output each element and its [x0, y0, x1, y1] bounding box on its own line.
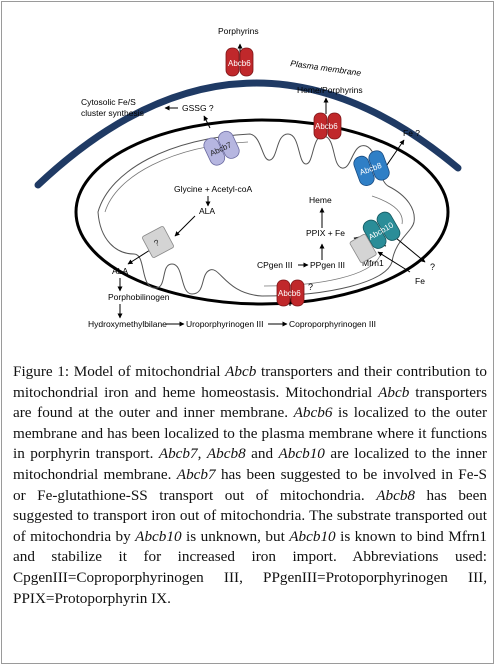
unknown-transporter-label: ?: [152, 237, 161, 248]
question-mark-bottom: ?: [308, 282, 313, 292]
arrow-ala-unknown: [174, 215, 196, 237]
mitochondrion-outer-membrane: [74, 118, 450, 306]
arrow-unknown-ala: [127, 249, 151, 265]
plasma-membrane-label: Plasma membrane: [290, 58, 362, 78]
gssg-label: GSSG ?: [182, 103, 214, 113]
coproporphyrinogen-label: Coproporphyrinogen III: [289, 319, 376, 329]
mitochondria-diagram: Plasma membrane Porphyrins Heme/Porphyri…: [34, 26, 462, 329]
ala-outer-label: ALA: [112, 266, 128, 276]
heme-label: Heme: [309, 195, 332, 205]
abcb6-outer-top-transporter: Abcb6: [313, 112, 342, 140]
cytosolic-fes-label: Cytosolic Fe/S: [81, 97, 136, 107]
plasma-membrane: [34, 79, 462, 189]
abcb8-transporter: Abcb8: [353, 150, 390, 186]
cpgen-label: CPgen III: [257, 260, 292, 270]
abcb6-plasma-transporter: Abcb6: [225, 47, 254, 77]
heme-porphyrins-label: Heme/Porphyrins: [297, 85, 363, 95]
question-mark-right: ?: [430, 262, 435, 272]
fe-bottom-label: Fe: [415, 276, 425, 286]
unknown-transporter: ?: [142, 226, 174, 258]
abcb6-mid-label: Abcb6: [315, 122, 338, 131]
ppix-fe-label: PPIX + Fe: [306, 228, 345, 238]
arrow-fe-mfrn1: [377, 251, 411, 273]
mfrn1-protein: [349, 233, 377, 264]
abcb10-transporter: Abcb10: [362, 211, 401, 249]
mitochondrion-inner-membrane: [97, 133, 415, 297]
cluster-synthesis-label: cluster synthesis: [81, 108, 144, 118]
porphobilinogen-label: Porphobilinogen: [108, 292, 170, 302]
abcb6-bottom-label: Abcb6: [278, 289, 301, 298]
uroporphyrinogen-label: Uroporphyrinogen III: [186, 319, 264, 329]
abcb6-outer-bottom-transporter: Abcb6: [276, 279, 305, 307]
arrow-abcb7-gssg: [203, 115, 211, 129]
abcb6-top-label: Abcb6: [228, 59, 251, 68]
ala-inner-label: ALA: [199, 206, 215, 216]
porphyrins-top-label: Porphyrins: [218, 26, 259, 36]
arrow-abcb10-out: [395, 237, 426, 263]
glycine-label: Glycine + Acetyl-coA: [174, 184, 253, 194]
mfrn1-label: Mfrn1: [362, 258, 384, 268]
figure-label: Figure 1:: [13, 363, 70, 380]
ppgen-label: PPgen III: [310, 260, 345, 270]
hydroxymethylbilane-label: Hydroxymethylbilane: [88, 319, 167, 329]
abcb7-transporter: Abcb7: [203, 130, 240, 166]
figure-caption: Figure 1: Model of mitochondrial Abcb tr…: [13, 363, 488, 607]
fe-question-label: Fe ?: [403, 128, 420, 138]
